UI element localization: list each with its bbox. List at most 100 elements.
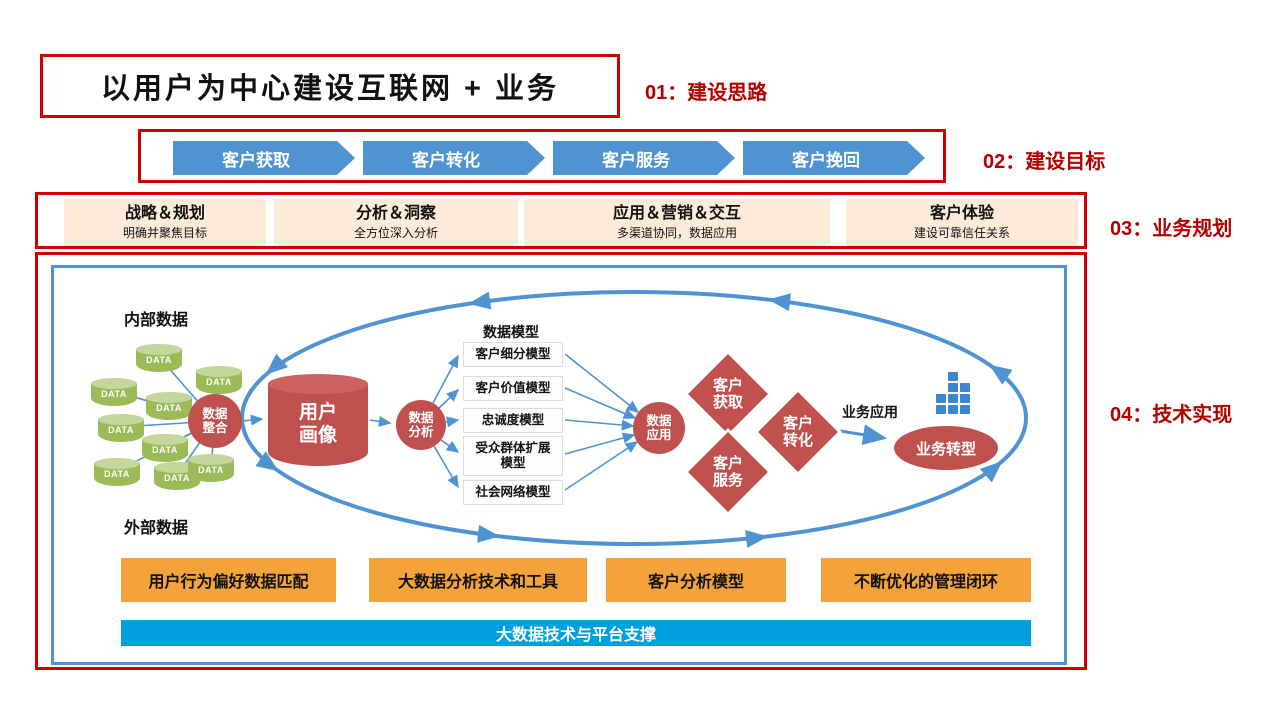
- profile-label-wrap: 用户画像: [268, 402, 368, 448]
- db-body: [94, 463, 140, 486]
- database-cylinder: DATA: [142, 434, 188, 462]
- capability-customer-model: 客户分析模型: [606, 558, 786, 602]
- data-analysis-circle: 数据分析: [396, 400, 446, 450]
- model-item-label: 受众群体扩展模型: [475, 441, 551, 470]
- database-cylinder: DATA: [188, 454, 234, 482]
- db-body: [146, 397, 192, 420]
- model-item-value: 客户价值模型: [463, 376, 563, 401]
- data-application-circle: 数据应用: [633, 402, 685, 454]
- external-data-label: 外部数据: [124, 520, 189, 537]
- model-item-label: 社会网络模型: [475, 485, 551, 499]
- planning-box: 战略＆规划 明确并聚焦目标 分析＆洞察 全方位深入分析 应用＆营销＆交互 多渠道…: [35, 192, 1087, 249]
- db-top: [154, 462, 200, 473]
- capability-bigdata-tools: 大数据分析技术和工具: [369, 558, 587, 602]
- db-label: DATA: [104, 469, 130, 479]
- section-label-03: 03：业务规划: [1110, 218, 1233, 240]
- db-label: DATA: [108, 425, 134, 435]
- model-item-loyalty: 忠诚度模型: [463, 408, 563, 433]
- planning-card-analysis: 分析＆洞察 全方位深入分析: [274, 199, 518, 246]
- planning-card-title: 战略＆规划: [124, 205, 205, 222]
- tech-box: 内部数据 外部数据 DATA DATA DATA DATA DATA DATA …: [35, 252, 1087, 670]
- db-label: DATA: [206, 377, 232, 387]
- db-body: [98, 419, 144, 442]
- model-list-title: 数据模型: [483, 324, 539, 340]
- capability-label: 大数据分析技术和工具: [397, 574, 558, 591]
- db-body: [188, 459, 234, 482]
- db-label: DATA: [101, 389, 127, 399]
- model-item-label: 客户细分模型: [475, 347, 551, 361]
- planning-card-title: 客户体验: [929, 205, 994, 222]
- planning-card-strategy: 战略＆规划 明确并聚焦目标: [64, 199, 266, 246]
- building-blocks-icon: [936, 372, 970, 414]
- diamond-label: 客户转化: [782, 414, 813, 449]
- db-top: [94, 458, 140, 469]
- database-cylinder: DATA: [94, 458, 140, 486]
- model-item-label: 客户价值模型: [475, 381, 551, 395]
- goals-box: 客户获取 客户转化 客户服务 客户挽回: [138, 129, 946, 183]
- planning-card-subtitle: 多渠道协同，数据应用: [616, 226, 737, 241]
- data-integration-circle: 数据整合: [188, 394, 242, 448]
- db-top: [146, 392, 192, 403]
- goal-step-acquire: 客户获取: [173, 141, 355, 175]
- main-title-box: 以用户为中心建设互联网 + 业务: [40, 54, 620, 118]
- planning-card-experience: 客户体验 建设可靠信任关系: [846, 199, 1078, 246]
- profile-top: [268, 374, 368, 394]
- db-top: [196, 366, 242, 377]
- planning-card-title: 应用＆营销＆交互: [612, 205, 741, 222]
- goal-step-label: 客户挽回: [792, 150, 860, 170]
- database-cylinder: DATA: [98, 414, 144, 442]
- db-top: [91, 378, 137, 389]
- diamond-label: 客户服务: [712, 454, 743, 489]
- business-transform-label: 业务转型: [915, 440, 976, 458]
- model-item-social-network: 社会网络模型: [463, 480, 563, 505]
- model-item-segmentation: 客户细分模型: [463, 342, 563, 367]
- platform-support-label: 大数据技术与平台支撑: [495, 627, 656, 644]
- database-cylinder: DATA: [91, 378, 137, 406]
- db-label: DATA: [156, 403, 182, 413]
- page-title: 以用户为中心建设互联网 + 业务: [100, 73, 560, 105]
- db-top: [98, 414, 144, 425]
- data-application-label: 数据应用: [646, 413, 672, 442]
- section-label-02: 02：建设目标: [983, 151, 1106, 173]
- business-application-label: 业务应用: [842, 404, 898, 420]
- goal-step-retain: 客户挽回: [743, 141, 925, 175]
- section-label-04: 04：技术实现: [1110, 404, 1233, 426]
- planning-card-subtitle: 全方位深入分析: [353, 226, 438, 241]
- profile-body: [268, 384, 368, 466]
- capability-label: 不断优化的管理闭环: [853, 574, 998, 591]
- internal-data-label: 内部数据: [124, 312, 189, 329]
- goal-step-service: 客户服务: [553, 141, 735, 175]
- capability-label: 客户分析模型: [647, 574, 744, 591]
- database-cylinder: DATA: [196, 366, 242, 394]
- db-top: [136, 344, 182, 355]
- business-transform-ellipse: 业务转型: [894, 426, 998, 470]
- goal-step-label: 客户获取: [222, 150, 290, 170]
- goal-step-label: 客户转化: [412, 150, 480, 170]
- planning-card-title: 分析＆洞察: [355, 205, 436, 222]
- section-label-01: 01：建设思路: [645, 82, 768, 104]
- planning-card-subtitle: 建设可靠信任关系: [913, 226, 1010, 241]
- planning-card-application: 应用＆营销＆交互 多渠道协同，数据应用: [524, 199, 830, 246]
- database-cylinder: DATA: [136, 344, 182, 372]
- user-profile-cylinder: 用户画像: [268, 374, 368, 466]
- db-label: DATA: [198, 465, 224, 475]
- model-item-audience-expansion: 受众群体扩展模型: [463, 436, 563, 476]
- goal-step-convert: 客户转化: [363, 141, 545, 175]
- db-body: [91, 383, 137, 406]
- model-item-label: 忠诚度模型: [481, 413, 545, 427]
- planning-card-subtitle: 明确并聚焦目标: [122, 226, 207, 241]
- db-body: [136, 349, 182, 372]
- db-label: DATA: [146, 355, 172, 365]
- data-integration-label: 数据整合: [202, 406, 228, 435]
- db-body: [196, 371, 242, 394]
- capability-behavior-matching: 用户行为偏好数据匹配: [121, 558, 336, 602]
- db-label: DATA: [152, 445, 178, 455]
- diamond-label: 客户获取: [712, 376, 743, 411]
- db-body: [142, 439, 188, 462]
- profile-label: 用户画像: [298, 402, 337, 446]
- db-top: [188, 454, 234, 465]
- capability-optimization-loop: 不断优化的管理闭环: [821, 558, 1031, 602]
- capability-label: 用户行为偏好数据匹配: [148, 574, 309, 591]
- database-cylinder: DATA: [146, 392, 192, 420]
- db-label: DATA: [164, 473, 190, 483]
